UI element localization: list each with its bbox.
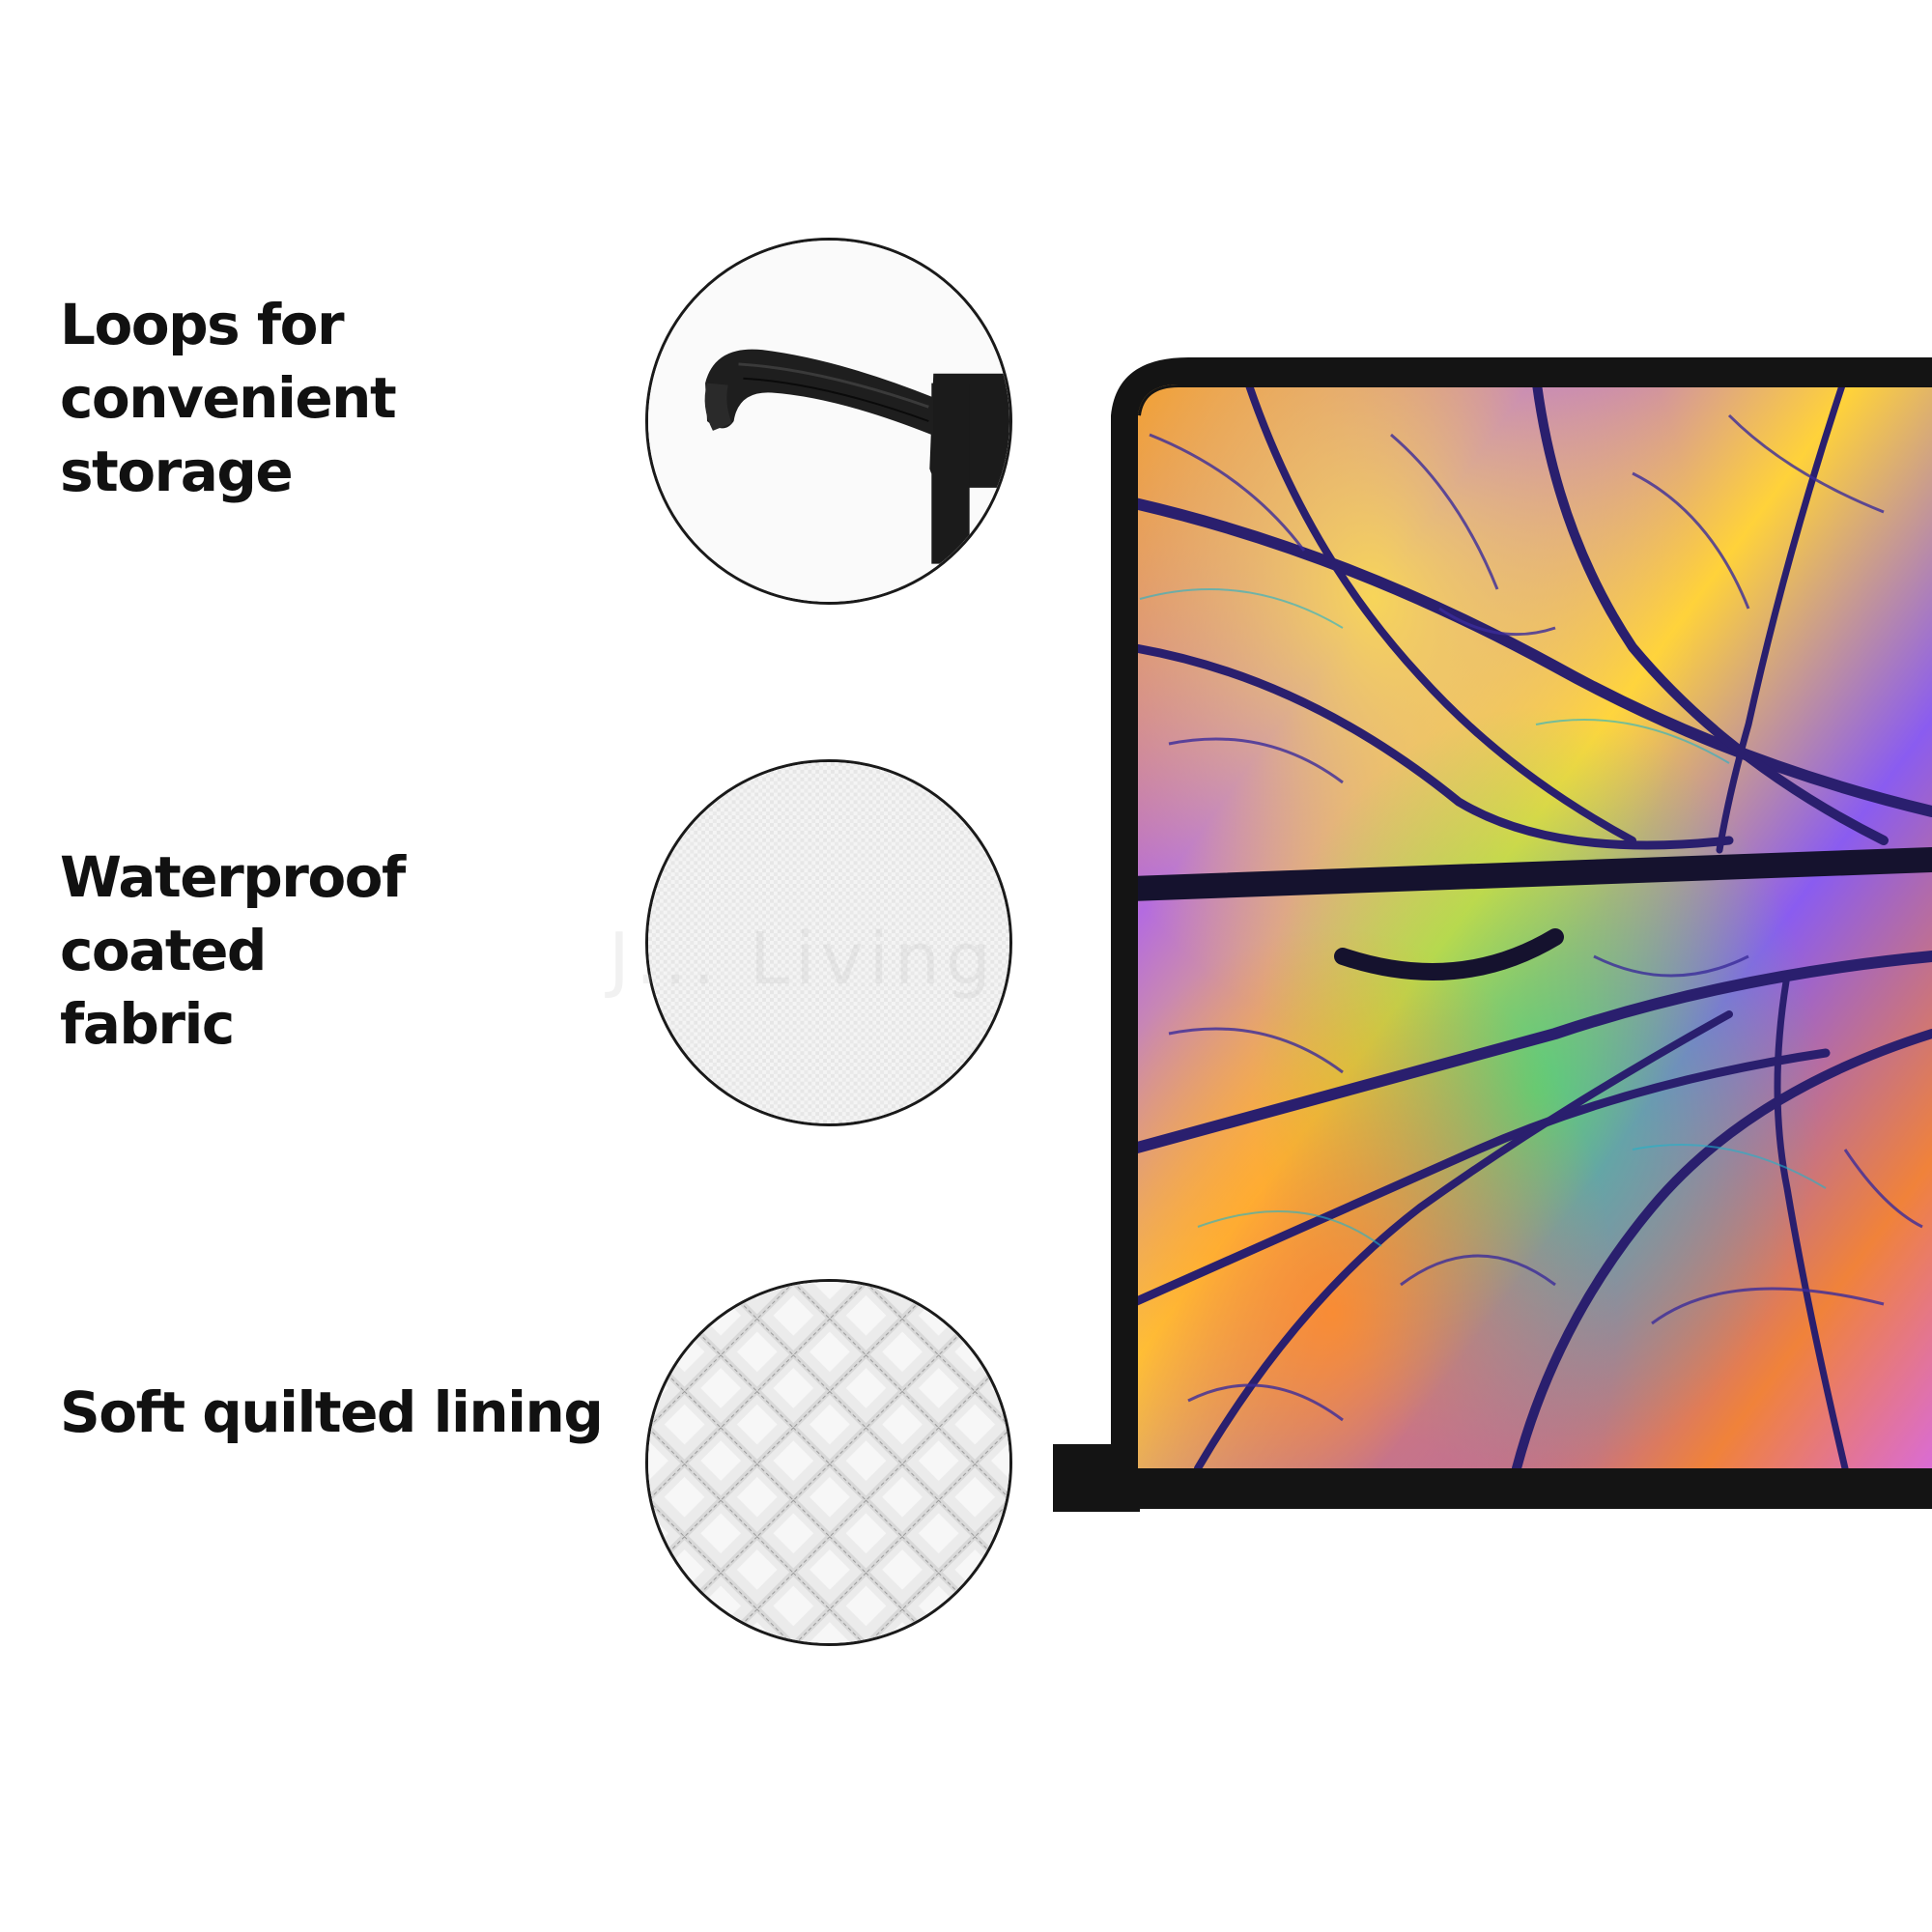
feature-label-quilted: Soft quilted lining — [60, 1379, 604, 1445]
quilted-lining-icon — [645, 1279, 1012, 1646]
hanging-loop-icon — [645, 238, 1012, 605]
feature-label-waterproof: Waterproof coated fabric — [60, 844, 406, 1057]
fabric-texture-icon — [645, 759, 1012, 1126]
pot-holder-image — [1053, 357, 1932, 1517]
feature-label-loops: Loops for convenient storage — [60, 292, 397, 504]
